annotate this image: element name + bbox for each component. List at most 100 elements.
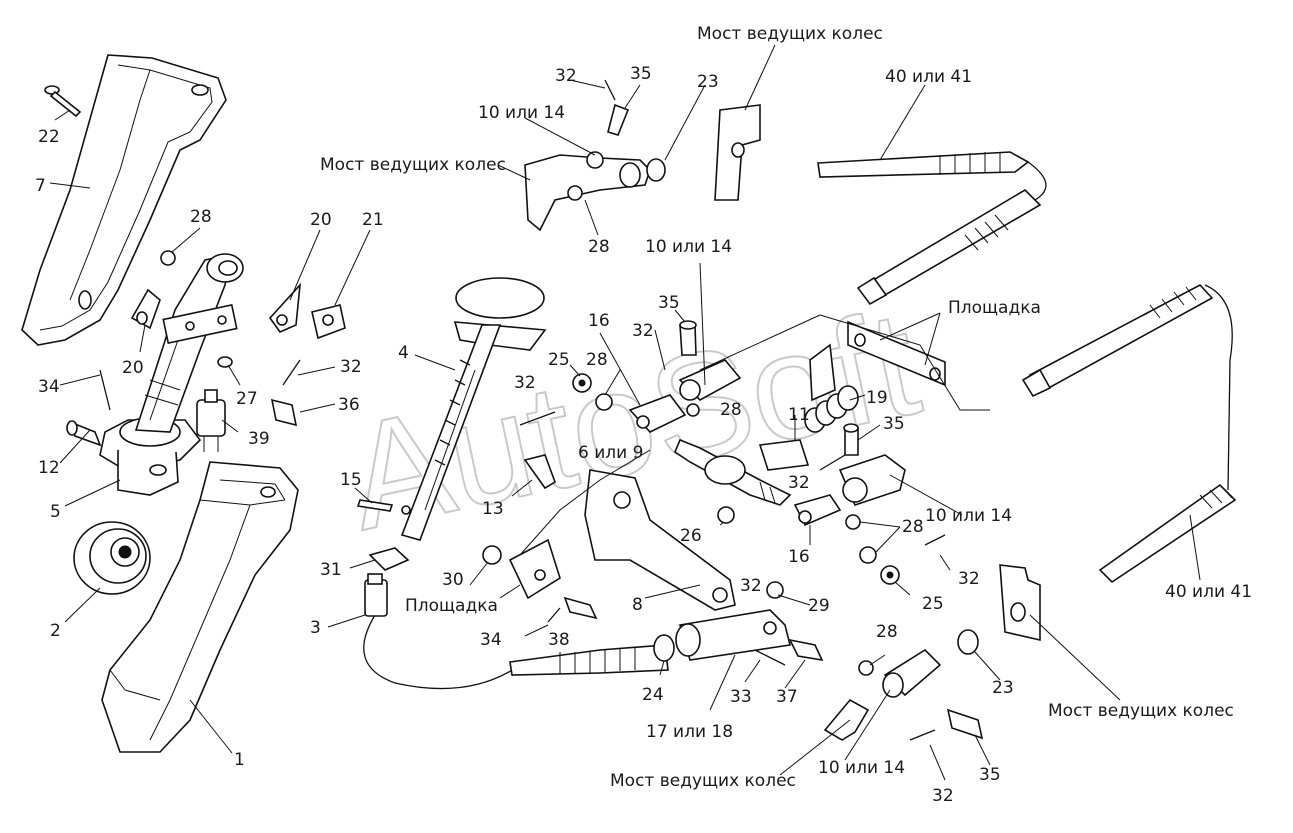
part-labels: 22 7 28 20 21 20 34 27 32 36 39 12 5 2 1… [35, 24, 1252, 806]
label-10-14-b: 10 или 14 [925, 506, 1012, 526]
part-32-cotter-mid [819, 454, 846, 471]
part-16-link-upper [628, 394, 687, 433]
label-32-f: 32 [958, 569, 980, 589]
bottom-bridge-plate [999, 564, 1041, 642]
label-22: 22 [38, 127, 60, 147]
part-6-9-rod [674, 438, 792, 506]
label-ploshadka-2: Площадка [948, 298, 1041, 318]
part-28-washer-right [845, 514, 861, 530]
part-28-washer-right2 [859, 546, 877, 564]
label-40-41-b: 40 или 41 [1165, 582, 1252, 602]
part-35-pin-bottom [946, 708, 984, 740]
label-most-1: Мост ведущих колес [697, 24, 883, 44]
label-23-top: 23 [697, 72, 719, 92]
part-4-lever [400, 277, 547, 541]
label-20-a: 20 [310, 210, 332, 230]
label-most-2: Мост ведущих колес [320, 155, 506, 175]
part-10-fork-bottom [882, 648, 942, 698]
label-4: 4 [398, 343, 409, 363]
part-32-cotter-lower [924, 534, 946, 546]
label-32-e: 32 [788, 473, 810, 493]
label-35-a: 35 [658, 293, 680, 313]
label-28-top: 28 [588, 237, 610, 257]
label-28-c: 28 [720, 400, 742, 420]
part-23-nut-bottom [957, 629, 979, 655]
label-28-bottom: 28 [876, 622, 898, 642]
label-25-a: 25 [548, 350, 570, 370]
part-39-switch [196, 356, 233, 452]
part-30-washer [482, 545, 502, 565]
label-35-b: 35 [883, 414, 905, 434]
label-7: 7 [35, 176, 46, 196]
label-26: 26 [680, 526, 702, 546]
label-30: 30 [442, 570, 464, 590]
part-28-washer-mid [595, 393, 613, 411]
top-bridge-plate [714, 104, 761, 201]
part-40-41-rod-lower [1021, 284, 1237, 584]
part-32-cotter-upper [519, 411, 556, 426]
part-13-bolt [523, 454, 556, 490]
part-15-pin [356, 499, 394, 512]
part-35-pin-top [604, 79, 630, 136]
label-32-c: 32 [514, 373, 536, 393]
label-12: 12 [38, 458, 60, 478]
label-19: 19 [866, 388, 888, 408]
part-26-nut [717, 506, 735, 524]
part-7-upper-cover [21, 54, 227, 346]
label-29: 29 [808, 596, 830, 616]
label-27: 27 [236, 389, 258, 409]
label-24: 24 [642, 685, 664, 705]
label-16-b: 16 [788, 547, 810, 567]
label-11: 11 [788, 405, 810, 425]
part-33-cotter [754, 649, 786, 666]
label-6-9: 6 или 9 [578, 443, 643, 463]
part-36-pin [270, 359, 301, 427]
label-10-14-a: 10 или 14 [645, 237, 732, 257]
part-16-link-lower [793, 494, 842, 527]
part-19-spring [804, 385, 859, 433]
label-most-4: Мост ведущих колес [610, 771, 796, 791]
label-32-b: 32 [740, 576, 762, 596]
label-15: 15 [340, 470, 362, 490]
part-29-nut [766, 581, 784, 599]
label-17-18: 17 или 18 [646, 722, 733, 742]
part-22-bolt [44, 85, 82, 118]
label-28-b: 28 [586, 350, 608, 370]
part-28-washer-bottom [858, 660, 874, 676]
label-10-14-top: 10 или 14 [478, 103, 565, 123]
label-32-d: 32 [632, 321, 654, 341]
part-21-plate [311, 304, 346, 340]
part-1-lower-housing [101, 461, 299, 753]
part-28-washer-mid2 [686, 403, 700, 417]
part-35-pin-right [843, 423, 859, 456]
label-16-a: 16 [588, 311, 610, 331]
label-36: 36 [338, 395, 360, 415]
label-40-41-a: 40 или 41 [885, 67, 972, 87]
part-31-nut [368, 547, 410, 571]
label-10-14-bottom: 10 или 14 [818, 758, 905, 778]
part-12-pin [66, 369, 111, 447]
label-28-d: 28 [902, 517, 924, 537]
label-31: 31 [320, 560, 342, 580]
label-5: 5 [50, 502, 61, 522]
part-10-fork-mid [678, 359, 742, 401]
part-28-washer-left [160, 250, 176, 266]
label-25-b: 25 [922, 594, 944, 614]
label-23-bottom: 23 [992, 678, 1014, 698]
label-37: 37 [776, 687, 798, 707]
part-40-41-rod-top [817, 151, 1047, 306]
label-most-3: Мост ведущих колес [1048, 701, 1234, 721]
label-13: 13 [482, 499, 504, 519]
part-8-bracket [584, 469, 736, 611]
label-3: 3 [310, 618, 321, 638]
label-21: 21 [362, 210, 384, 230]
label-39: 39 [248, 429, 270, 449]
label-8: 8 [632, 595, 643, 615]
label-32-bottom: 32 [932, 786, 954, 806]
part-35-pin-mid [679, 320, 697, 356]
part-24-nut [653, 634, 675, 662]
ploshadka-piece [508, 538, 561, 600]
part-17-18-fork [675, 609, 824, 662]
part-10-fork-right [838, 454, 906, 506]
